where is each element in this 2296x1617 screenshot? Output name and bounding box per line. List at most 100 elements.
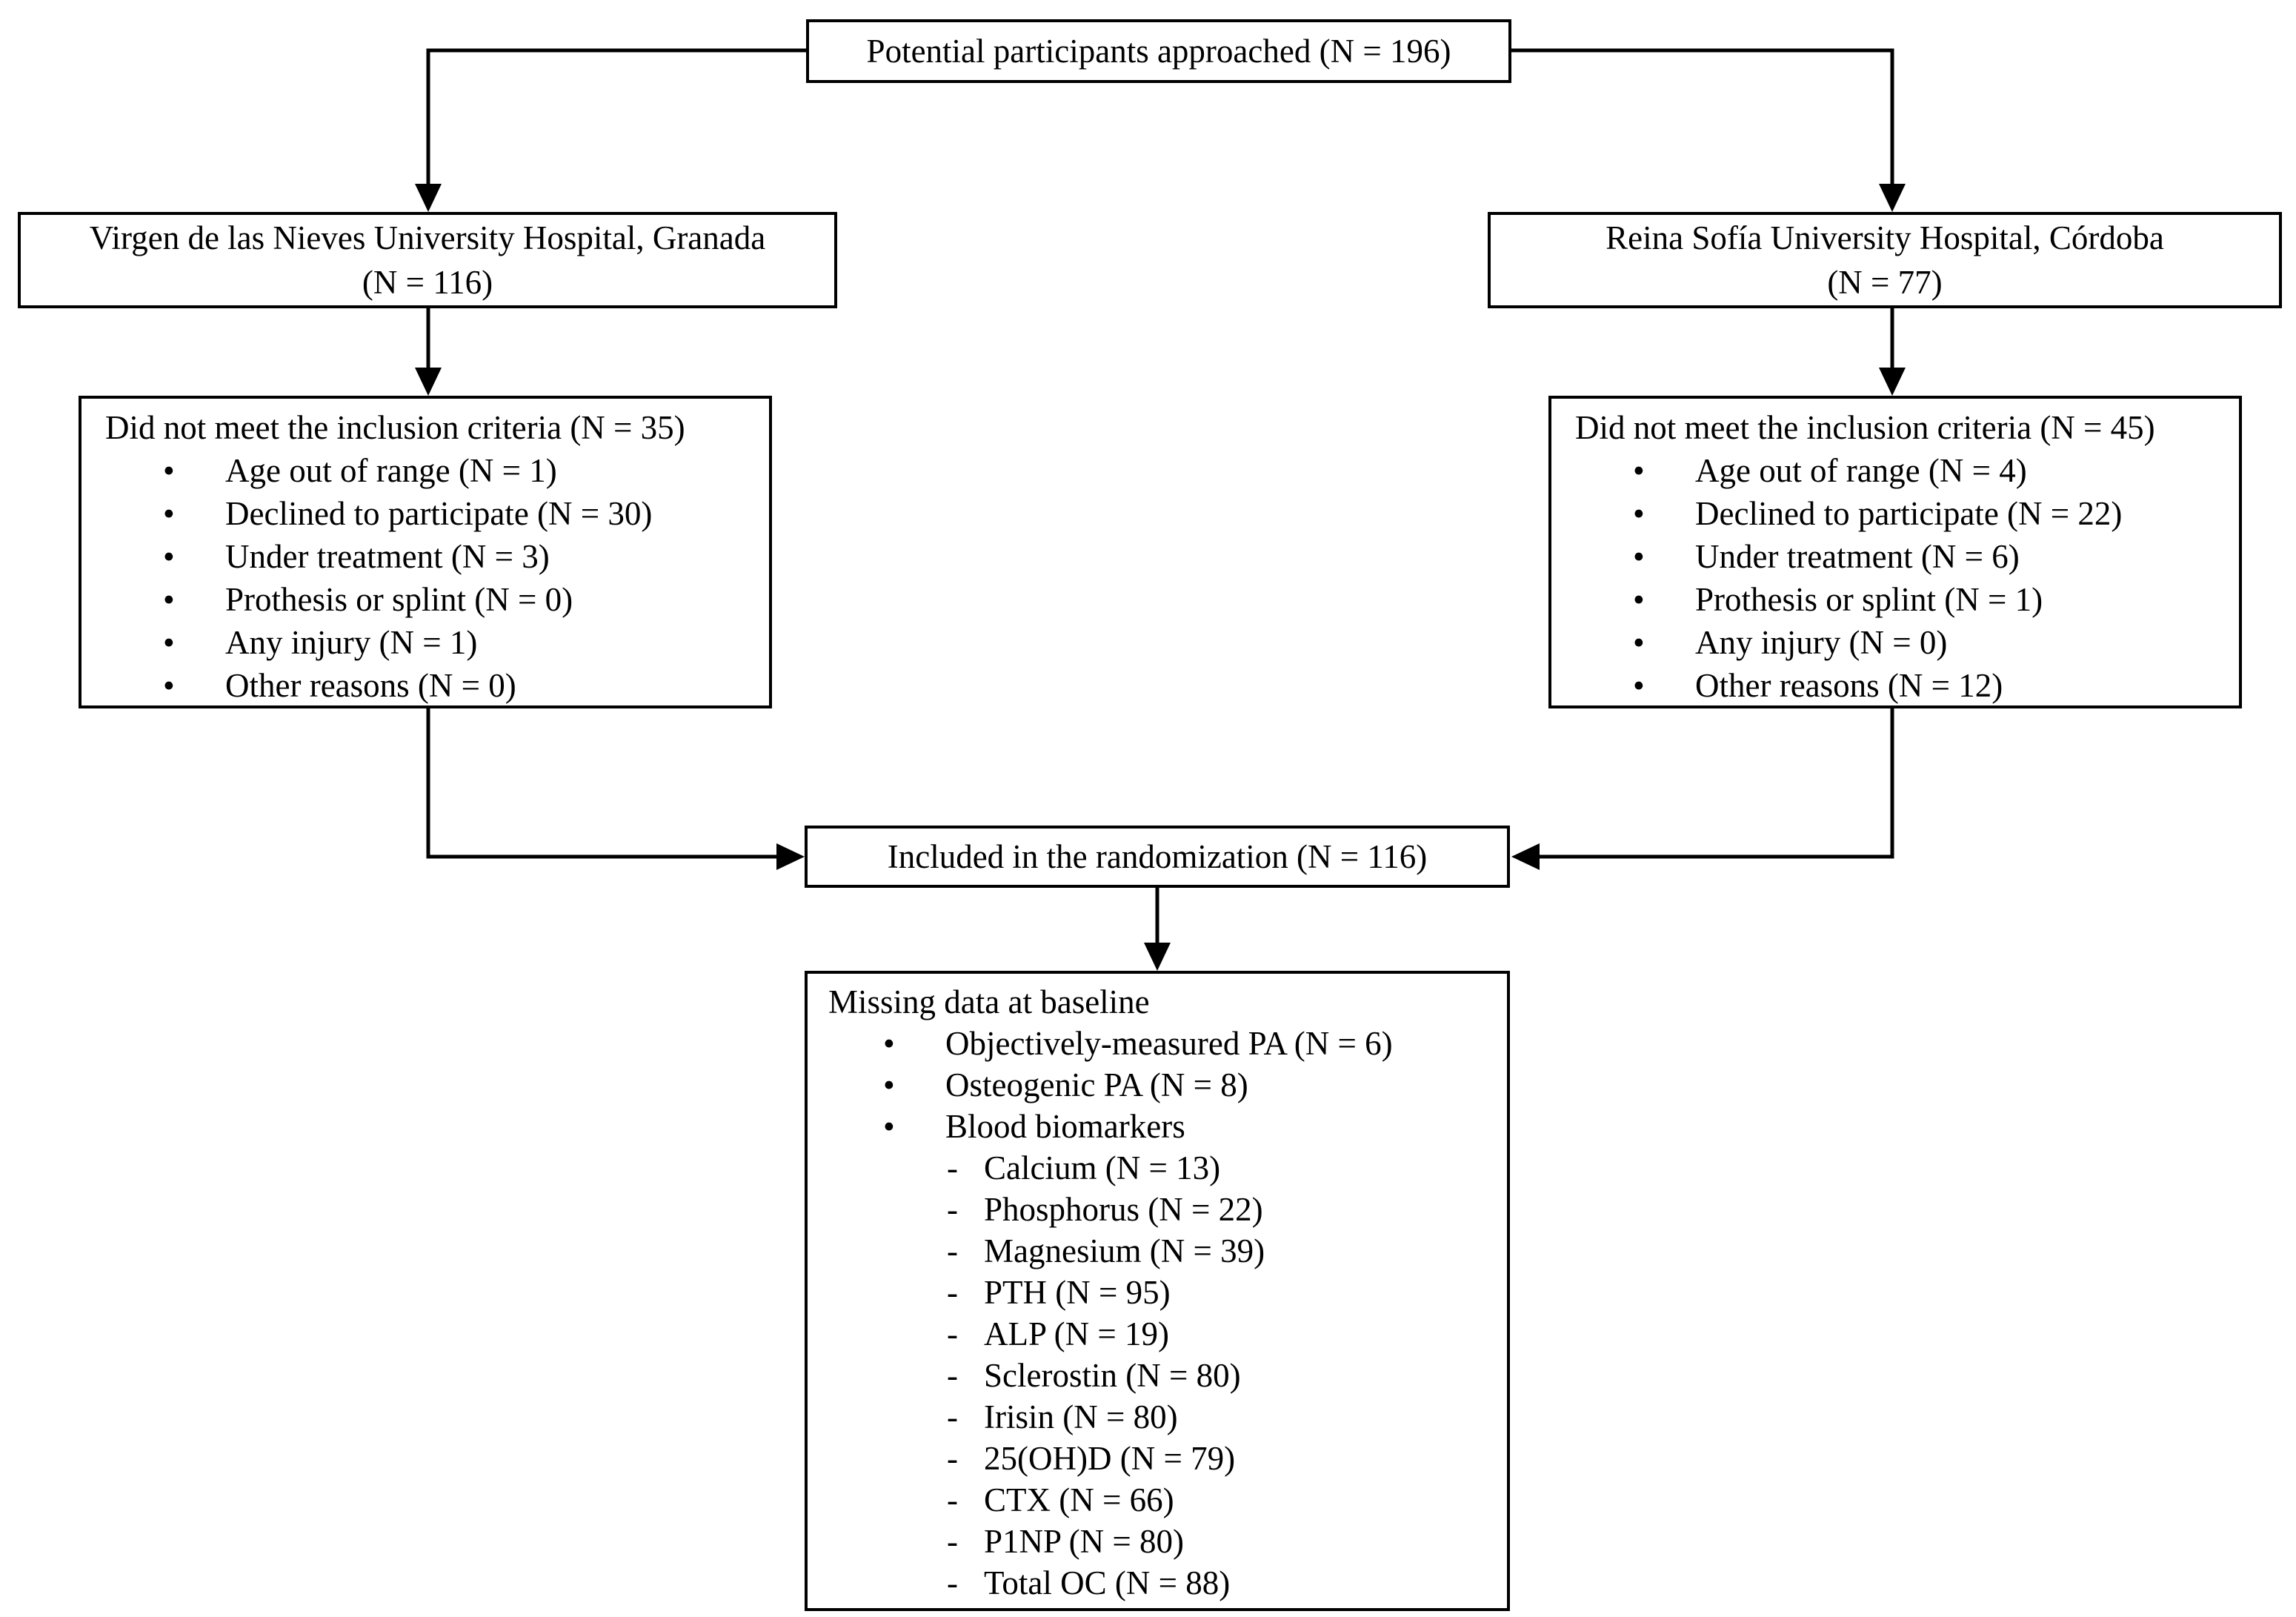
biomarker-item: -Phosphorus (N = 22) [947,1189,1507,1230]
exclusion-item-label: Other reasons (N = 12) [1695,667,2003,704]
connector-right-to-randomization [1511,708,1894,870]
biomarker-item-label: Sclerostin (N = 80) [984,1357,1241,1394]
exclusion-item: • Prothesis or splint (N = 1) [1633,578,2239,621]
hospital-granada-box: Virgen de las Nieves University Hospital… [18,212,837,308]
missing-data-item-label: Objectively-measured PA (N = 6) [945,1025,1393,1062]
arrowhead-down-icon [1144,943,1171,971]
connector-randomization-to-missing [1144,888,1171,971]
hospital-granada-count: (N = 116) [362,264,493,301]
missing-data-title: Missing data at baseline [828,983,1150,1020]
hospital-cordoba-name: Reina Sofía University Hospital, Córdoba [1605,219,2164,256]
biomarker-item-label: PTH (N = 95) [984,1274,1171,1311]
bullet-icon: • [883,1066,895,1103]
exclusion-item-label: Under treatment (N = 3) [225,538,550,575]
exclusion-cordoba-box: Did not meet the inclusion criteria (N =… [1548,396,2242,708]
biomarker-item: -Irisin (N = 80) [947,1396,1507,1438]
connector-line [426,48,806,185]
biomarker-item: -Sclerostin (N = 80) [947,1355,1507,1396]
arrowhead-right-icon [776,843,805,870]
biomarker-item: -ALP (N = 19) [947,1313,1507,1355]
exclusion-item-label: Age out of range (N = 4) [1695,452,2027,489]
biomarker-item: -Calcium (N = 13) [947,1147,1507,1189]
connector-line [1511,48,1894,185]
exclusion-item: • Other reasons (N = 12) [1633,664,2239,707]
arrowhead-left-icon [1511,843,1540,870]
dash-icon: - [947,1191,958,1228]
dash-icon: - [947,1398,958,1435]
hospital-cordoba-count: (N = 77) [1827,264,1943,301]
missing-data-item: •Osteogenic PA (N = 8) [883,1064,1507,1106]
connector-top-to-cordoba [1511,48,1906,212]
connector-granada-to-exclusion [415,308,442,396]
bullet-icon: • [1633,495,1645,532]
biomarker-item-label: Magnesium (N = 39) [984,1232,1265,1269]
exclusion-item: • Other reasons (N = 0) [163,664,769,707]
exclusion-granada-title: Did not meet the inclusion criteria (N =… [105,409,685,446]
biomarker-item-label: Calcium (N = 13) [984,1149,1221,1186]
biomarker-item: -P1NP (N = 80) [947,1521,1507,1562]
dash-icon: - [947,1149,958,1186]
biomarker-item-label: CTX (N = 66) [984,1481,1174,1518]
dash-icon: - [947,1274,958,1311]
biomarker-item: -CTX (N = 66) [947,1479,1507,1521]
exclusion-item: • Declined to participate (N = 22) [1633,492,2239,535]
dash-icon: - [947,1232,958,1269]
exclusion-cordoba-title: Did not meet the inclusion criteria (N =… [1575,409,2155,446]
biomarker-item: -Total OC (N = 88) [947,1562,1507,1604]
dash-icon: - [947,1564,958,1601]
bullet-icon: • [163,452,175,489]
exclusion-item: •Declined to participate (N = 30) [163,492,769,535]
dash-icon: - [947,1481,958,1518]
exclusion-item: • Prothesis or splint (N = 0) [163,578,769,621]
exclusion-item-label: Prothesis or splint (N = 1) [1695,581,2043,618]
connector-top-to-granada [415,48,806,212]
exclusion-item-label: Age out of range (N = 1) [225,452,557,489]
missing-data-item: •Blood biomarkers [883,1106,1507,1147]
arrowhead-down-icon [415,368,442,396]
bullet-icon: • [163,667,175,704]
bullet-icon: • [1633,624,1645,661]
exclusion-item-label: Other reasons (N = 0) [225,667,516,704]
potential-participants-label: Potential participants approached (N = 1… [866,33,1451,70]
exclusion-item: • Under treatment (N = 6) [1633,535,2239,578]
exclusion-item-label: Under treatment (N = 6) [1695,538,2020,575]
randomization-box: Included in the randomization (N = 116) [805,826,1510,888]
missing-data-item-label: Blood biomarkers [945,1108,1185,1145]
dash-icon: - [947,1523,958,1560]
arrowhead-down-icon [415,184,442,212]
exclusion-granada-box: Did not meet the inclusion criteria (N =… [79,396,772,708]
bullet-icon: • [1633,667,1645,704]
exclusion-item-label: Prothesis or splint (N = 0) [225,581,573,618]
connector-left-to-randomization [426,708,805,870]
randomization-label: Included in the randomization (N = 116) [887,838,1428,875]
biomarker-item-label: Phosphorus (N = 22) [984,1191,1263,1228]
exclusion-item: • Under treatment (N = 3) [163,535,769,578]
biomarker-item-label: ALP (N = 19) [984,1315,1169,1352]
arrowhead-down-icon [1879,368,1906,396]
exclusion-item: • Any injury (N = 0) [1633,621,2239,664]
exclusion-item-label: Any injury (N = 0) [1695,624,1948,661]
bullet-icon: • [163,581,175,618]
biomarker-item: -Magnesium (N = 39) [947,1230,1507,1272]
bullet-icon: • [1633,452,1645,489]
connector-cordoba-to-exclusion [1879,308,1906,396]
biomarker-item-label: P1NP (N = 80) [984,1523,1184,1560]
hospital-cordoba-box: Reina Sofía University Hospital, Córdoba… [1488,212,2282,308]
bullet-icon: • [1633,581,1645,618]
exclusion-item-label: Declined to participate (N = 30) [225,495,653,532]
connector-line [426,708,778,859]
hospital-granada-name: Virgen de las Nieves University Hospital… [89,219,766,256]
exclusion-item: • Age out of range (N = 1) [163,449,769,492]
connector-line [1538,708,1894,859]
exclusion-item-label: Declined to participate (N = 22) [1695,495,2123,532]
dash-icon: - [947,1440,958,1477]
exclusion-item: • Age out of range (N = 4) [1633,449,2239,492]
bullet-icon: • [1633,538,1645,575]
dash-icon: - [947,1315,958,1352]
bullet-icon: • [163,538,175,575]
exclusion-item-label: Any injury (N = 1) [225,624,478,661]
potential-participants-box: Potential participants approached (N = 1… [806,19,1511,83]
exclusion-item: •Any injury (N = 1) [163,621,769,664]
